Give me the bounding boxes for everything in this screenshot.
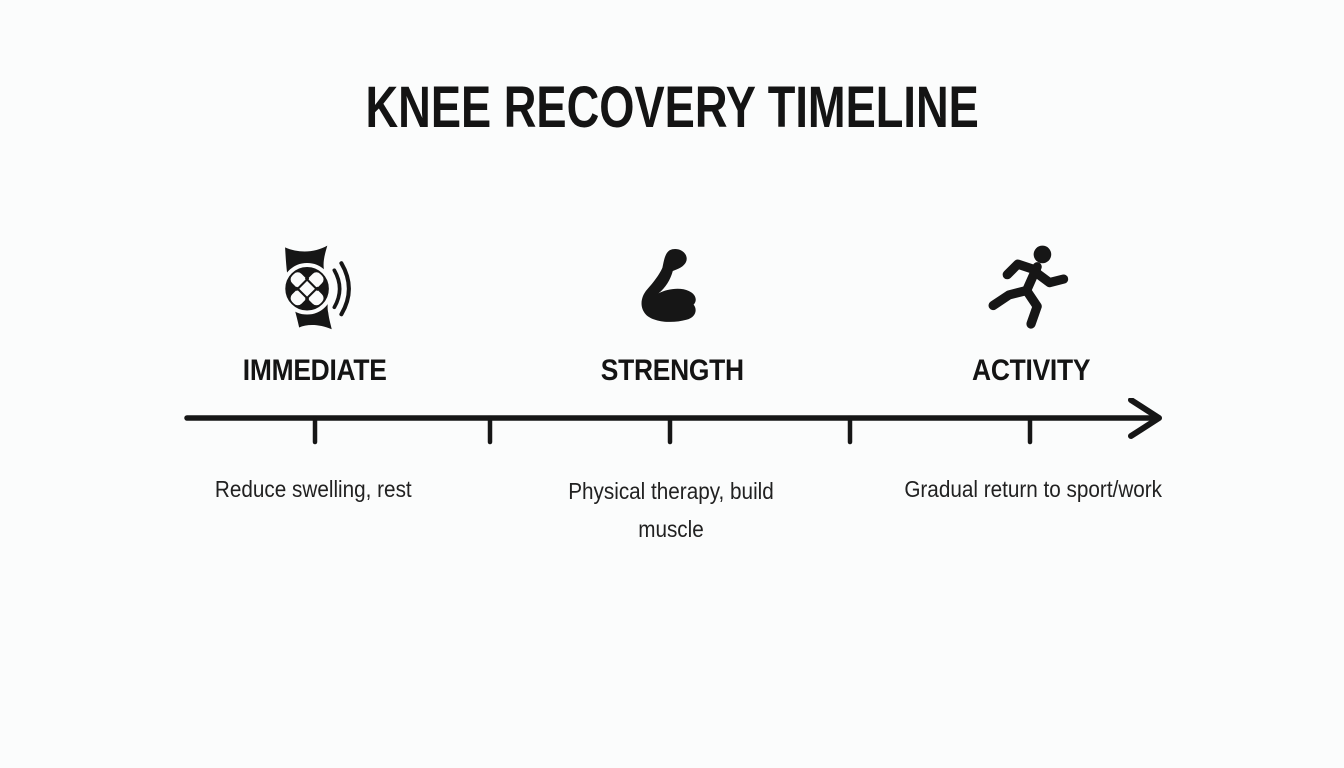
page-title: KNEE RECOVERY TIMELINE <box>0 79 1344 137</box>
timeline-arrowhead-icon <box>1128 398 1162 439</box>
stage-activity-icon-box <box>861 242 1201 332</box>
knee-ice-pack-icon <box>281 245 351 330</box>
stage-immediate-icon-box <box>145 242 485 332</box>
stage-activity-label: ACTIVITY <box>861 356 1201 386</box>
flexed-bicep-icon <box>641 248 696 322</box>
stage-strength-description: Physical therapy, build muscle <box>556 473 786 549</box>
stage-immediate-label-text: IMMEDIATE <box>243 354 387 387</box>
stage-immediate-description-text: Reduce swelling, rest <box>214 476 412 502</box>
timeline-ticks <box>312 415 1033 445</box>
stage-activity-description-text: Gradual return to sport/work <box>904 476 1162 502</box>
stage-strength: STRENGTH <box>502 242 842 386</box>
stage-activity-description: Gradual return to sport/work <box>843 471 1223 509</box>
stage-strength-label-text: STRENGTH <box>600 354 744 387</box>
stage-immediate-description: Reduce swelling, rest <box>143 471 483 509</box>
stage-immediate-label: IMMEDIATE <box>145 356 485 386</box>
timeline-axis <box>184 398 1162 445</box>
stage-immediate: IMMEDIATE <box>145 242 485 386</box>
stage-strength-description-text: Physical therapy, build muscle <box>568 478 774 542</box>
running-person-icon <box>988 245 1069 329</box>
stage-activity: ACTIVITY <box>861 242 1201 386</box>
stage-strength-label: STRENGTH <box>502 356 842 386</box>
stage-strength-icon-box <box>502 242 842 332</box>
stage-activity-label-text: ACTIVITY <box>971 354 1091 387</box>
page-title-text: KNEE RECOVERY TIMELINE <box>365 75 979 140</box>
